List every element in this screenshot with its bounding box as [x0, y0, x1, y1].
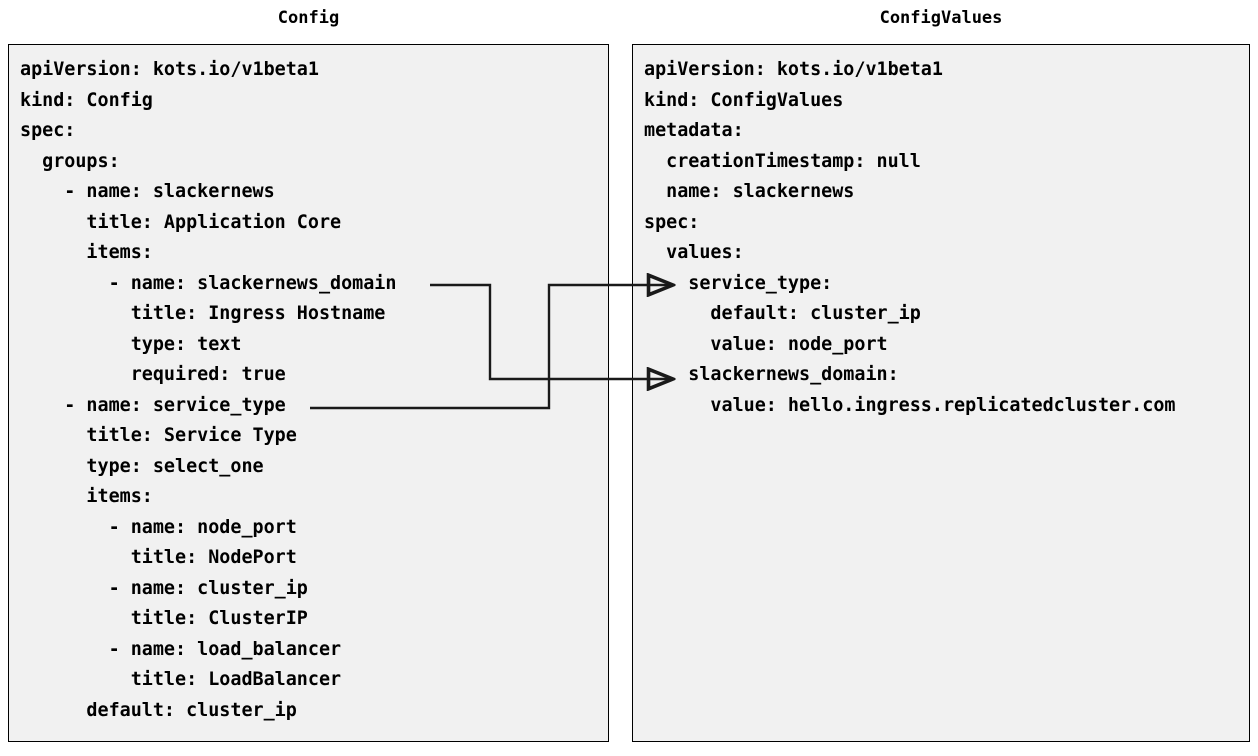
configvalues-yaml-code: apiVersion: kots.io/v1beta1 kind: Config…	[644, 59, 1176, 416]
config-yaml-code: apiVersion: kots.io/v1beta1 kind: Config…	[20, 59, 397, 721]
panel-title-configvalues: ConfigValues	[879, 8, 1003, 28]
config-yaml-panel: apiVersion: kots.io/v1beta1 kind: Config…	[8, 44, 609, 742]
configvalues-yaml-panel: apiVersion: kots.io/v1beta1 kind: Config…	[632, 44, 1250, 742]
panel-title-config: Config	[277, 8, 340, 28]
